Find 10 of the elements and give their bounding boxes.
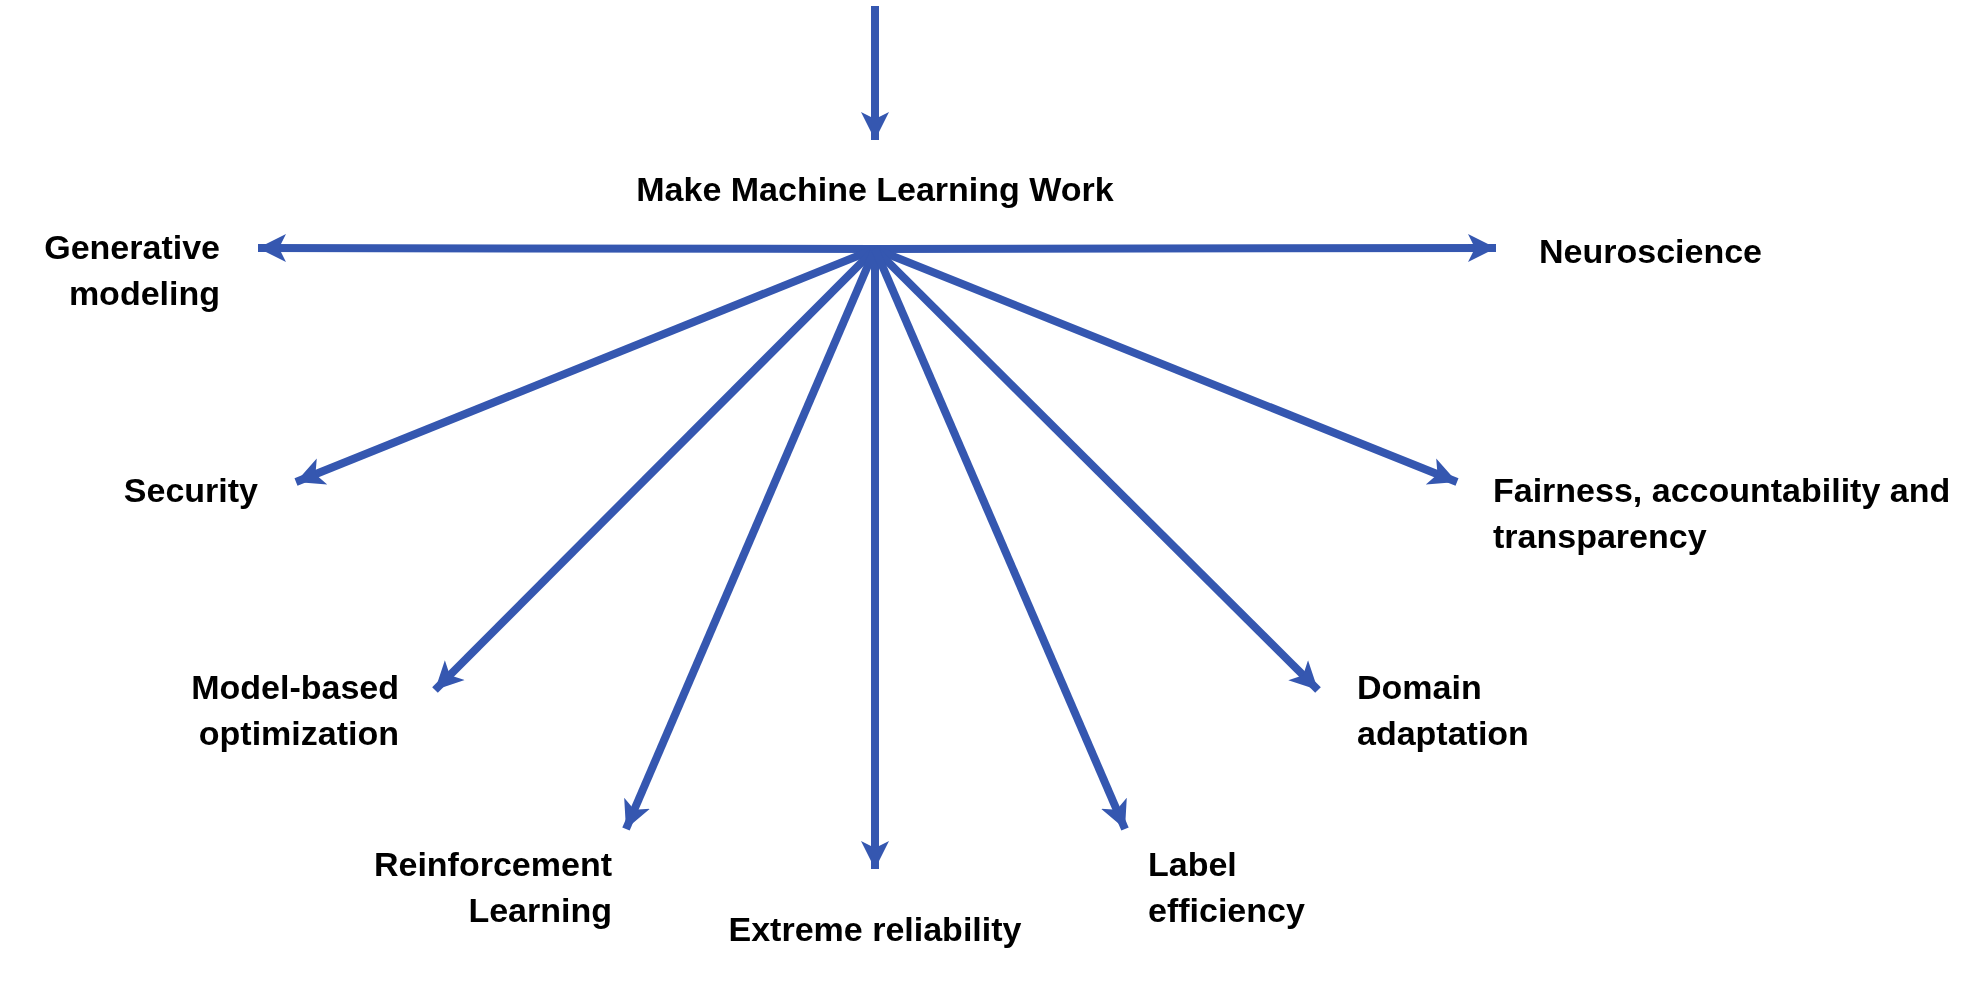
topic-label: Security [122,470,258,511]
topic-label: Reinforcement Learning [372,844,612,931]
title-label: Make Machine Learning Work [635,169,1115,210]
topic-label: Fairness, accountability and transparency [1493,470,1952,557]
topic-label: Label efficiency [1148,844,1306,931]
topic-label: Model-based optimization [190,667,399,754]
topic-label: Extreme reliability [727,909,1023,950]
topic-label: Neuroscience [1539,231,1763,272]
topic-label: Generative modeling [43,227,220,314]
topic-label: Domain adaptation [1357,667,1530,754]
